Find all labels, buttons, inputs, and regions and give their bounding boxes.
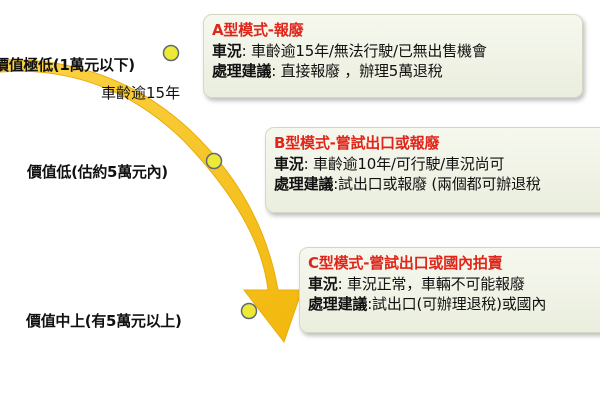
level-sublabel-lowest: 車齡逾15年 bbox=[101, 84, 181, 102]
mode-b-advice-value: :試出口或報廢 (兩個都可辦退稅 bbox=[333, 175, 541, 193]
level-dot-lowest bbox=[162, 44, 180, 62]
level-label-lowest: 價值極低(1萬元以下) bbox=[0, 56, 135, 74]
mode-b-box: B型模式-嘗試出口或報廢 車況: 車齡逾10年/可行駛/車況尚可 處理建議:試出… bbox=[265, 127, 600, 213]
mode-a-status-value: : 車齡逾15年/無法行駛/已無出售機會 bbox=[241, 42, 487, 60]
mode-b-title: B型模式-嘗試出口或報廢 bbox=[274, 134, 440, 152]
curved-arrow bbox=[0, 59, 303, 344]
mode-a-advice-value: : 直接報廢 ，辦理5萬退稅 bbox=[271, 62, 443, 80]
mode-c-status-value: : 車況正常，車輛不可能報廢 bbox=[337, 275, 525, 293]
mode-c-advice-value: :試出口(可辦理退稅)或國內 bbox=[367, 295, 547, 313]
level-label-low: 價值低(估約5萬元內) bbox=[27, 163, 168, 181]
level-label-mid: 價值中上(有5萬元以上) bbox=[26, 312, 182, 330]
mode-b-status-key: 車況 bbox=[274, 155, 304, 173]
mode-c-status: 車況: 車況正常，車輛不可能報廢 bbox=[308, 274, 600, 294]
mode-c-box: C型模式-嘗試出口或國內拍賣 車況: 車況正常，車輛不可能報廢 處理建議:試出口… bbox=[299, 247, 600, 333]
mode-c-status-key: 車況 bbox=[308, 275, 338, 293]
mode-a-status-key: 車況 bbox=[212, 42, 242, 60]
mode-b-advice-key: 處理建議 bbox=[274, 175, 334, 193]
mode-a-box: A型模式-報廢 車況: 車齡逾15年/無法行駛/已無出售機會 處理建議: 直接報… bbox=[203, 14, 583, 98]
level-dot-low bbox=[205, 152, 223, 170]
mode-a-advice-key: 處理建議 bbox=[212, 62, 272, 80]
mode-a-advice: 處理建議: 直接報廢 ，辦理5萬退稅 bbox=[212, 61, 574, 81]
mode-b-status-value: : 車齡逾10年/可行駛/車況尚可 bbox=[303, 155, 505, 173]
mode-b-advice: 處理建議:試出口或報廢 (兩個都可辦退稅 bbox=[274, 174, 600, 194]
level-dot-mid bbox=[240, 302, 258, 320]
mode-a-title: A型模式-報廢 bbox=[212, 21, 304, 39]
mode-b-status: 車況: 車齡逾10年/可行駛/車況尚可 bbox=[274, 154, 600, 174]
mode-a-status: 車況: 車齡逾15年/無法行駛/已無出售機會 bbox=[212, 41, 574, 61]
mode-c-advice-key: 處理建議 bbox=[308, 295, 368, 313]
mode-c-advice: 處理建議:試出口(可辦理退稅)或國內 bbox=[308, 294, 600, 314]
mode-c-title: C型模式-嘗試出口或國內拍賣 bbox=[308, 254, 503, 272]
